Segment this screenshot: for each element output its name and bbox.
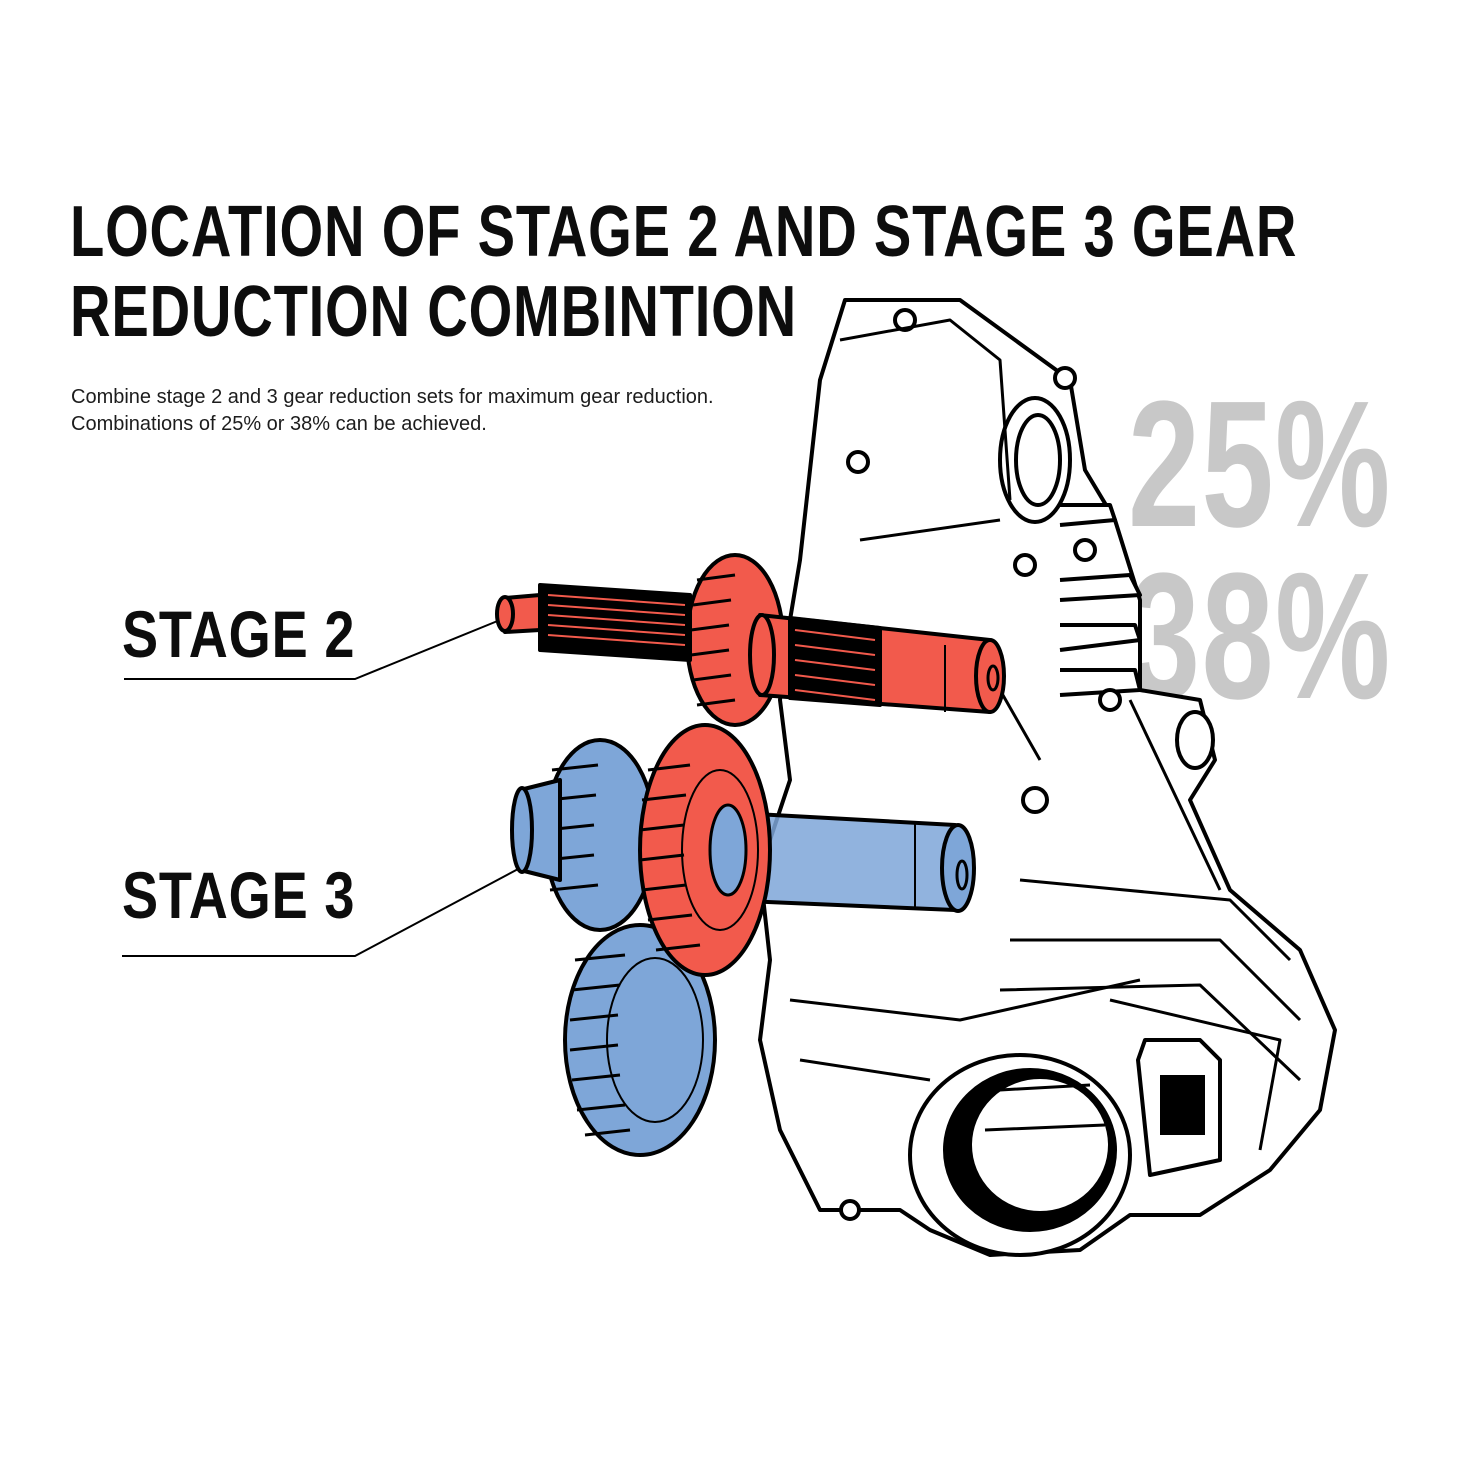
transfer-case-housing (758, 298, 1337, 1257)
stage-2-label: STAGE 2 (122, 597, 356, 671)
stage-3-label: STAGE 3 (122, 858, 356, 932)
title-line-1: LOCATION OF STAGE 2 AND STAGE 3 GEAR (70, 192, 1298, 272)
title-line-2: REDUCTION COMBINTION (70, 272, 797, 352)
stage-3-gear-set (510, 738, 976, 1157)
stage-2-gear-set (495, 553, 1006, 977)
stage-3-leader-line (122, 867, 521, 957)
percent-25-label: 25% (1128, 364, 1392, 565)
description-text: Combine stage 2 and 3 gear reduction set… (71, 386, 714, 435)
page-title: LOCATION OF STAGE 2 AND STAGE 3 GEAR RED… (70, 192, 1297, 352)
stage-2-leader-line (124, 619, 501, 680)
